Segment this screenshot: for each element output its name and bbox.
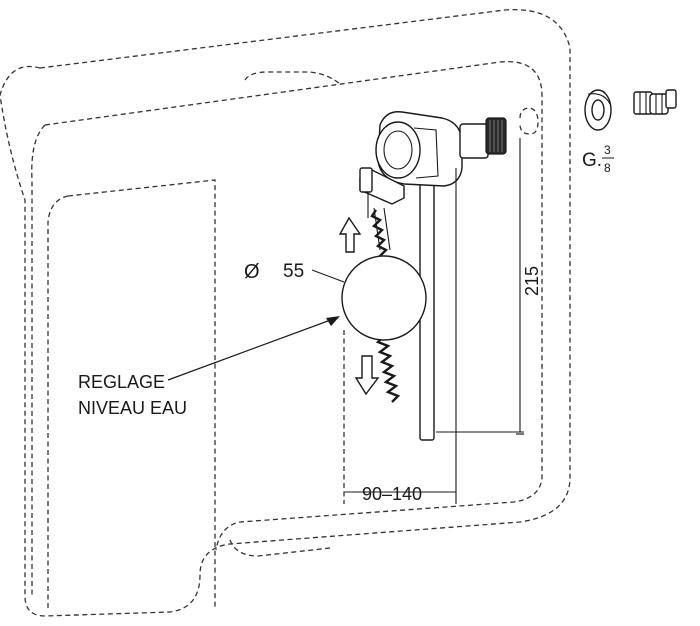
thread-prefix: G. <box>582 150 602 171</box>
diameter-leader <box>311 269 345 283</box>
diameter-symbol: Ø <box>244 261 260 283</box>
width-dimension <box>343 168 457 504</box>
arrow-up-icon <box>338 216 362 253</box>
connector-part <box>633 89 677 115</box>
adjust-leader <box>167 316 340 381</box>
thread-numerator: 3 <box>604 143 611 157</box>
float-ball <box>341 255 427 341</box>
adjust-label-line2: NIVEAU EAU <box>78 398 187 418</box>
washer-part <box>584 89 612 131</box>
height-dimension <box>436 138 524 435</box>
adjust-label-line1: REGLAGE <box>78 372 165 392</box>
arrow-down-icon <box>354 355 380 396</box>
fill-valve-assembly <box>341 111 507 441</box>
width-dimension-label: 90–140 <box>362 484 422 504</box>
cistern-outline <box>0 9 571 617</box>
thread-denominator: 8 <box>604 161 611 175</box>
height-dimension-label: 215 <box>522 266 542 296</box>
diameter-value: 55 <box>283 261 304 282</box>
